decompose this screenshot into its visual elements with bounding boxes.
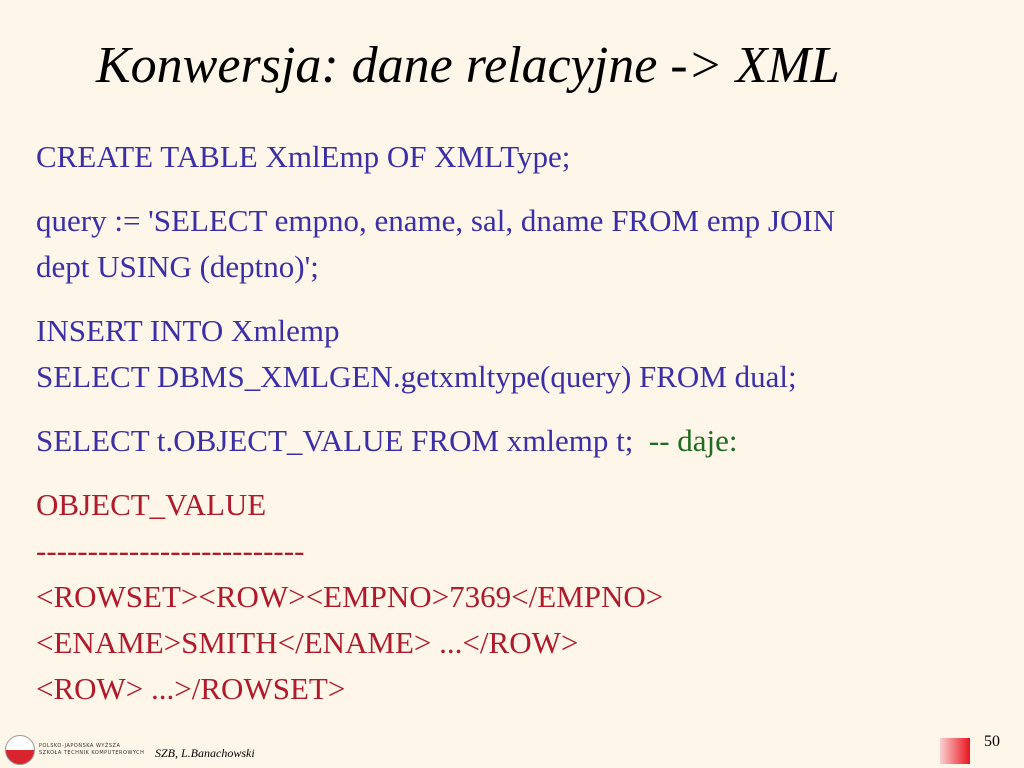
slide-content: CREATE TABLE XmlEmp OF XMLType; query :=… — [36, 134, 996, 730]
output-separator: -------------------------- — [36, 533, 305, 568]
query-assignment: query := 'SELECT empno, ename, sal, dnam… — [36, 198, 996, 290]
code-line: query := 'SELECT empno, ename, sal, dnam… — [36, 203, 836, 238]
logo-text: POLSKO-JAPOŃSKA WYŻSZA SZKOŁA TECHNIK KO… — [39, 743, 145, 756]
page-number: 50 — [984, 733, 1000, 750]
select-code: SELECT t.OBJECT_VALUE FROM xmlemp t; — [36, 423, 634, 458]
select-statement: SELECT t.OBJECT_VALUE FROM xmlemp t; -- … — [36, 418, 996, 464]
output-line: <ROWSET><ROW><EMPNO>7369</EMPNO> — [36, 579, 664, 614]
code-line: SELECT DBMS_XMLGEN.getxmltype(query) FRO… — [36, 359, 797, 394]
query-output: OBJECT_VALUE -------------------------- … — [36, 482, 996, 712]
create-table-statement: CREATE TABLE XmlEmp OF XMLType; — [36, 134, 996, 180]
select-comment: -- daje: — [648, 423, 738, 458]
slide-title: Konwersja: dane relacyjne -> XML — [96, 37, 840, 94]
footer-author: SZB, L.Banachowski — [155, 746, 255, 760]
corner-gradient-mark — [940, 738, 970, 764]
logo-emblem-icon — [5, 735, 35, 765]
output-line: <ROW> ...>/ROWSET> — [36, 671, 346, 706]
code-line: CREATE TABLE XmlEmp OF XMLType; — [36, 139, 571, 174]
code-line: INSERT INTO Xmlemp — [36, 313, 340, 348]
insert-statement: INSERT INTO Xmlemp SELECT DBMS_XMLGEN.ge… — [36, 308, 996, 400]
output-line: <ENAME>SMITH</ENAME> ...</ROW> — [36, 625, 579, 660]
output-header: OBJECT_VALUE — [36, 487, 267, 522]
code-line: SELECT t.OBJECT_VALUE FROM xmlemp t; -- … — [36, 418, 996, 464]
code-line: dept USING (deptno)'; — [36, 249, 319, 284]
school-logo: POLSKO-JAPOŃSKA WYŻSZA SZKOŁA TECHNIK KO… — [0, 732, 144, 768]
